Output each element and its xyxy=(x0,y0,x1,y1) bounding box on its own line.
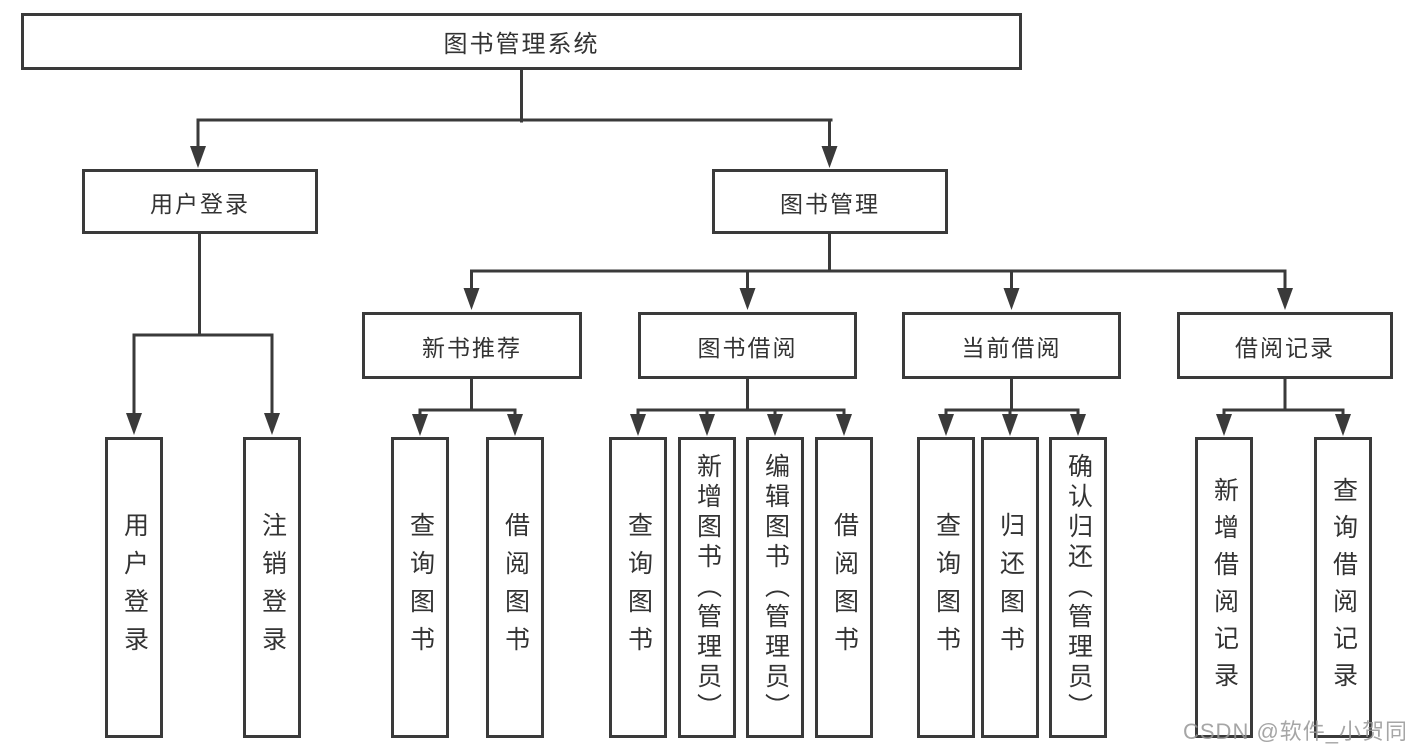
arrow-icon xyxy=(1002,414,1018,436)
leaf-search-books-recommend: 查询图书 xyxy=(391,437,449,738)
leaf-user-login: 用户登录 xyxy=(105,437,163,738)
connector-bookmgmt-to-level3 xyxy=(470,231,1287,294)
arrow-icon xyxy=(821,146,838,168)
node-borrowing-records: 借阅记录 xyxy=(1177,312,1393,379)
leaf-borrow-books-recommend: 借阅图书 xyxy=(486,437,544,738)
connector-root-to-level2 xyxy=(196,67,833,152)
leaf-confirm-return-admin: 确认归还（管理员） xyxy=(1049,437,1107,738)
leaf-return-books: 归还图书 xyxy=(981,437,1039,738)
connector-borrowing-to-leaves xyxy=(636,376,846,420)
arrow-icon xyxy=(1277,288,1293,310)
leaf-logout: 注销登录 xyxy=(243,437,301,738)
arrow-icon xyxy=(630,414,646,436)
node-new-book-recommend: 新书推荐 xyxy=(362,312,582,379)
arrow-icon xyxy=(412,414,428,436)
node-book-borrowing: 图书借阅 xyxy=(638,312,857,379)
arrow-icon xyxy=(463,288,480,310)
connector-records-to-leaves xyxy=(1222,376,1345,420)
node-library-management-system: 图书管理系统 xyxy=(21,13,1022,70)
node-book-management: 图书管理 xyxy=(712,169,948,234)
arrow-icon xyxy=(190,146,206,168)
leaf-search-books-current: 查询图书 xyxy=(917,437,975,738)
arrow-icon xyxy=(699,414,715,436)
arrow-icon xyxy=(1216,414,1232,436)
node-user-login: 用户登录 xyxy=(82,169,318,234)
arrow-icon xyxy=(767,414,783,436)
leaf-search-borrow-record: 查询借阅记录 xyxy=(1314,437,1372,738)
arrow-icon xyxy=(507,414,523,436)
leaf-borrow-books-borrowing: 借阅图书 xyxy=(815,437,873,738)
arrow-icon xyxy=(836,414,852,436)
arrowheads xyxy=(126,146,1351,436)
connector-userlogin-to-leaves xyxy=(132,231,274,420)
leaf-add-borrow-record: 新增借阅记录 xyxy=(1195,437,1253,738)
leaf-edit-books-admin: 编辑图书（管理员） xyxy=(746,437,804,738)
connector-current-to-leaves xyxy=(944,376,1080,420)
arrow-icon xyxy=(1003,288,1020,310)
leaf-add-books-admin: 新增图书（管理员） xyxy=(678,437,736,738)
leaf-search-books-borrowing: 查询图书 xyxy=(609,437,667,738)
csdn-watermark: CSDN @软件_小贺同学 xyxy=(1183,719,1405,744)
arrow-icon xyxy=(938,414,954,436)
arrow-icon xyxy=(126,413,142,435)
connector-newbook-to-leaves xyxy=(418,376,517,420)
arrow-icon xyxy=(739,288,756,310)
arrow-icon xyxy=(1335,414,1351,436)
node-current-borrowing: 当前借阅 xyxy=(902,312,1121,379)
arrow-icon xyxy=(264,413,280,435)
arrow-icon xyxy=(1070,414,1086,436)
